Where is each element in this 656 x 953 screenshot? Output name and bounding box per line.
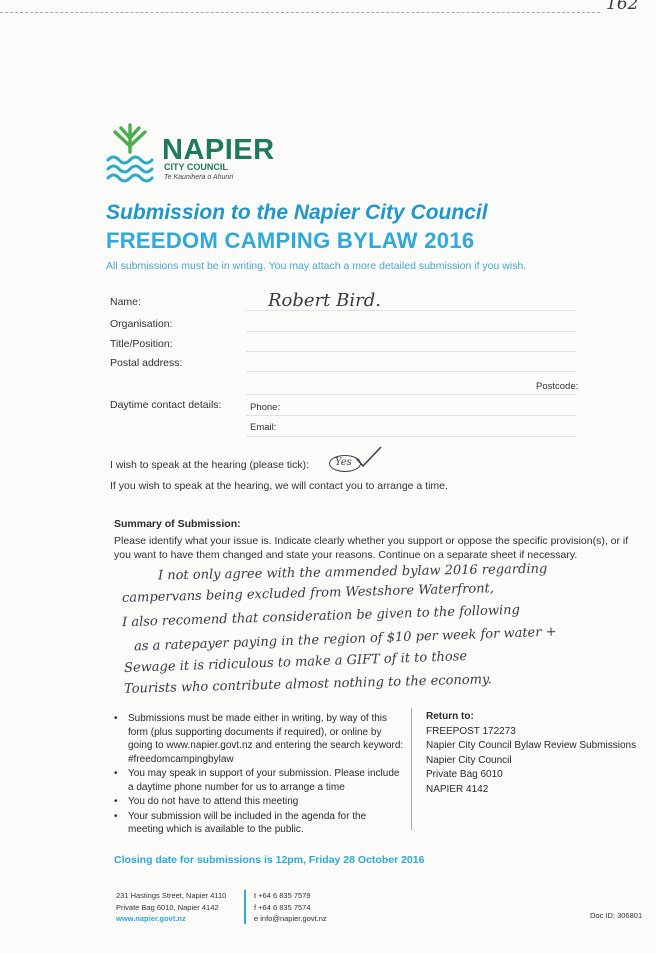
closing-date: Closing date for submissions is 12pm, Fr… (114, 854, 425, 866)
bullet-item: Submissions must be made either in writi… (114, 712, 404, 766)
logo-subtitle: CITY COUNCIL (164, 162, 228, 172)
handwritten-line: campervans being excluded from Westshore… (121, 581, 495, 606)
return-address-line: Napier City Council Bylaw Review Submiss… (426, 740, 637, 752)
footer-fax: f +64 6 835 7574 (254, 902, 311, 912)
return-to-heading: Return to: (426, 711, 474, 722)
footer-address: 231 Hastings Street, Napier 4110 Private… (116, 890, 226, 925)
return-to-block: Return to: FREEPOST 172273 Napier City C… (426, 710, 636, 798)
bullet-item: You may speak in support of your submiss… (114, 767, 404, 794)
phone-label: Phone: (250, 402, 281, 413)
footer-divider (244, 890, 246, 924)
handwritten-line: Sewage it is ridiculous to make a GIFT o… (123, 649, 468, 676)
summary-instructions: Please identify what your issue is. Indi… (114, 535, 629, 561)
handwritten-line: I not only agree with the ammended bylaw… (157, 561, 548, 584)
footer-contact: t +64 6 835 7579 f +64 6 835 7574 e info… (254, 890, 327, 925)
intro-text: All submissions must be in writing. You … (106, 260, 527, 272)
daytime-contact-label: Daytime contact details: (110, 399, 222, 411)
title-position-label: Title/Position: (110, 338, 173, 350)
summary-heading: Summary of Submission: (114, 518, 241, 530)
return-address-line: NAPIER 4142 (426, 783, 489, 795)
return-address-line: Private Bag 6010 (426, 769, 503, 781)
logo-name: NAPIER (162, 134, 275, 166)
return-address-line: Napier City Council (426, 754, 512, 766)
footer-phone: t +64 6 835 7579 (254, 891, 311, 900)
footer-email-link[interactable]: e info@napier.govt.nz (254, 914, 327, 923)
doc-id: Doc ID: 306801 (590, 911, 643, 920)
name-label: Name: (110, 296, 141, 308)
hearing-question: I wish to speak at the hearing (please t… (110, 459, 310, 471)
form-title: Submission to the Napier City Council (106, 201, 488, 224)
bullet-item: Your submission will be included in the … (114, 810, 404, 837)
submission-text-area[interactable]: I not only agree with the ammended bylaw… (118, 561, 638, 703)
handwritten-line: I also recomend that consideration be gi… (121, 602, 521, 631)
email-label: Email: (250, 422, 277, 433)
page-number: 162 (606, 0, 639, 14)
logo-maori-name: Te Kaunihera o Ahuriri (164, 174, 234, 181)
footer-website-link[interactable]: www.napier.govt.nz (116, 914, 186, 923)
footer-street: 231 Hastings Street, Napier 4110 (116, 891, 227, 900)
tick-mark-icon (355, 446, 382, 468)
column-divider (411, 708, 412, 830)
bullet-item: You do not have to attend this meeting (114, 795, 404, 809)
postcode-label: Postcode: (536, 381, 579, 392)
postal-address-label: Postal address: (110, 357, 183, 369)
return-address-line: FREEPOST 172273 (426, 725, 516, 737)
hearing-answer[interactable]: Yes (335, 457, 352, 468)
footer-private-bag: Private Bag 6010, Napier 4142 (116, 902, 219, 912)
submission-notes-list: Submissions must be made either in writi… (114, 712, 404, 838)
form-subject: FREEDOM CAMPING BYLAW 2016 (106, 228, 475, 253)
handwritten-line: as a ratepayer paying in the region of $… (133, 624, 557, 655)
handwritten-line: Tourists who contribute almost nothing t… (123, 672, 492, 697)
council-logo-icon (106, 123, 154, 183)
name-value[interactable]: Robert Bird. (268, 290, 381, 311)
hearing-note: If you wish to speak at the hearing, we … (110, 480, 448, 492)
organisation-label: Organisation: (110, 318, 173, 330)
top-margin-line (0, 12, 600, 13)
